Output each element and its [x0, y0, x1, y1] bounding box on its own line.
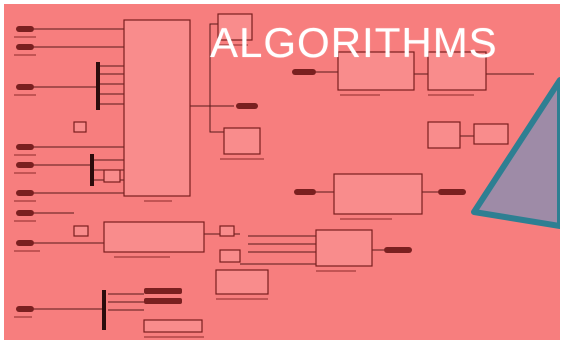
- inport[interactable]: [16, 144, 34, 150]
- constant-block[interactable]: [73, 225, 89, 237]
- inport[interactable]: [294, 189, 316, 195]
- outport[interactable]: [384, 247, 412, 253]
- inport[interactable]: [16, 190, 34, 196]
- inport[interactable]: [16, 210, 34, 216]
- inport[interactable]: [292, 69, 316, 75]
- warning-triangle-icon: [471, 77, 560, 229]
- small-block[interactable]: [103, 169, 121, 183]
- outport[interactable]: [144, 288, 182, 294]
- inport[interactable]: [16, 44, 34, 50]
- simulink-diagram-canvas: ALGORITHMS: [4, 4, 560, 340]
- mux-bar[interactable]: [102, 290, 106, 330]
- inport-group: [16, 26, 34, 312]
- constant-block[interactable]: [219, 249, 241, 263]
- constant-block[interactable]: [73, 121, 87, 133]
- terminator-block[interactable]: [143, 319, 203, 333]
- mux-bar[interactable]: [90, 154, 94, 186]
- inport[interactable]: [16, 84, 34, 90]
- main-subsystem-block[interactable]: [123, 19, 191, 197]
- algorithm-block[interactable]: [333, 173, 423, 215]
- delay-block[interactable]: [223, 127, 261, 155]
- outport[interactable]: [236, 103, 258, 109]
- processing-block[interactable]: [103, 221, 205, 253]
- inport[interactable]: [16, 162, 34, 168]
- mux-bar[interactable]: [96, 62, 100, 110]
- display-block[interactable]: [427, 121, 461, 149]
- outport[interactable]: [144, 298, 182, 304]
- outport[interactable]: [438, 189, 466, 195]
- inport[interactable]: [16, 26, 34, 32]
- small-block[interactable]: [219, 225, 235, 237]
- logic-block[interactable]: [215, 269, 269, 295]
- inport[interactable]: [16, 306, 34, 312]
- scope-block[interactable]: [217, 13, 253, 41]
- filter-block[interactable]: [337, 51, 415, 91]
- gain-block[interactable]: [427, 51, 487, 91]
- inport[interactable]: [16, 240, 34, 246]
- switch-block[interactable]: [315, 229, 373, 267]
- overlay-title: ALGORITHMS: [210, 19, 498, 66]
- block-labels: [14, 36, 474, 338]
- block-diagram: [14, 13, 560, 338]
- saturation-block[interactable]: [473, 123, 509, 145]
